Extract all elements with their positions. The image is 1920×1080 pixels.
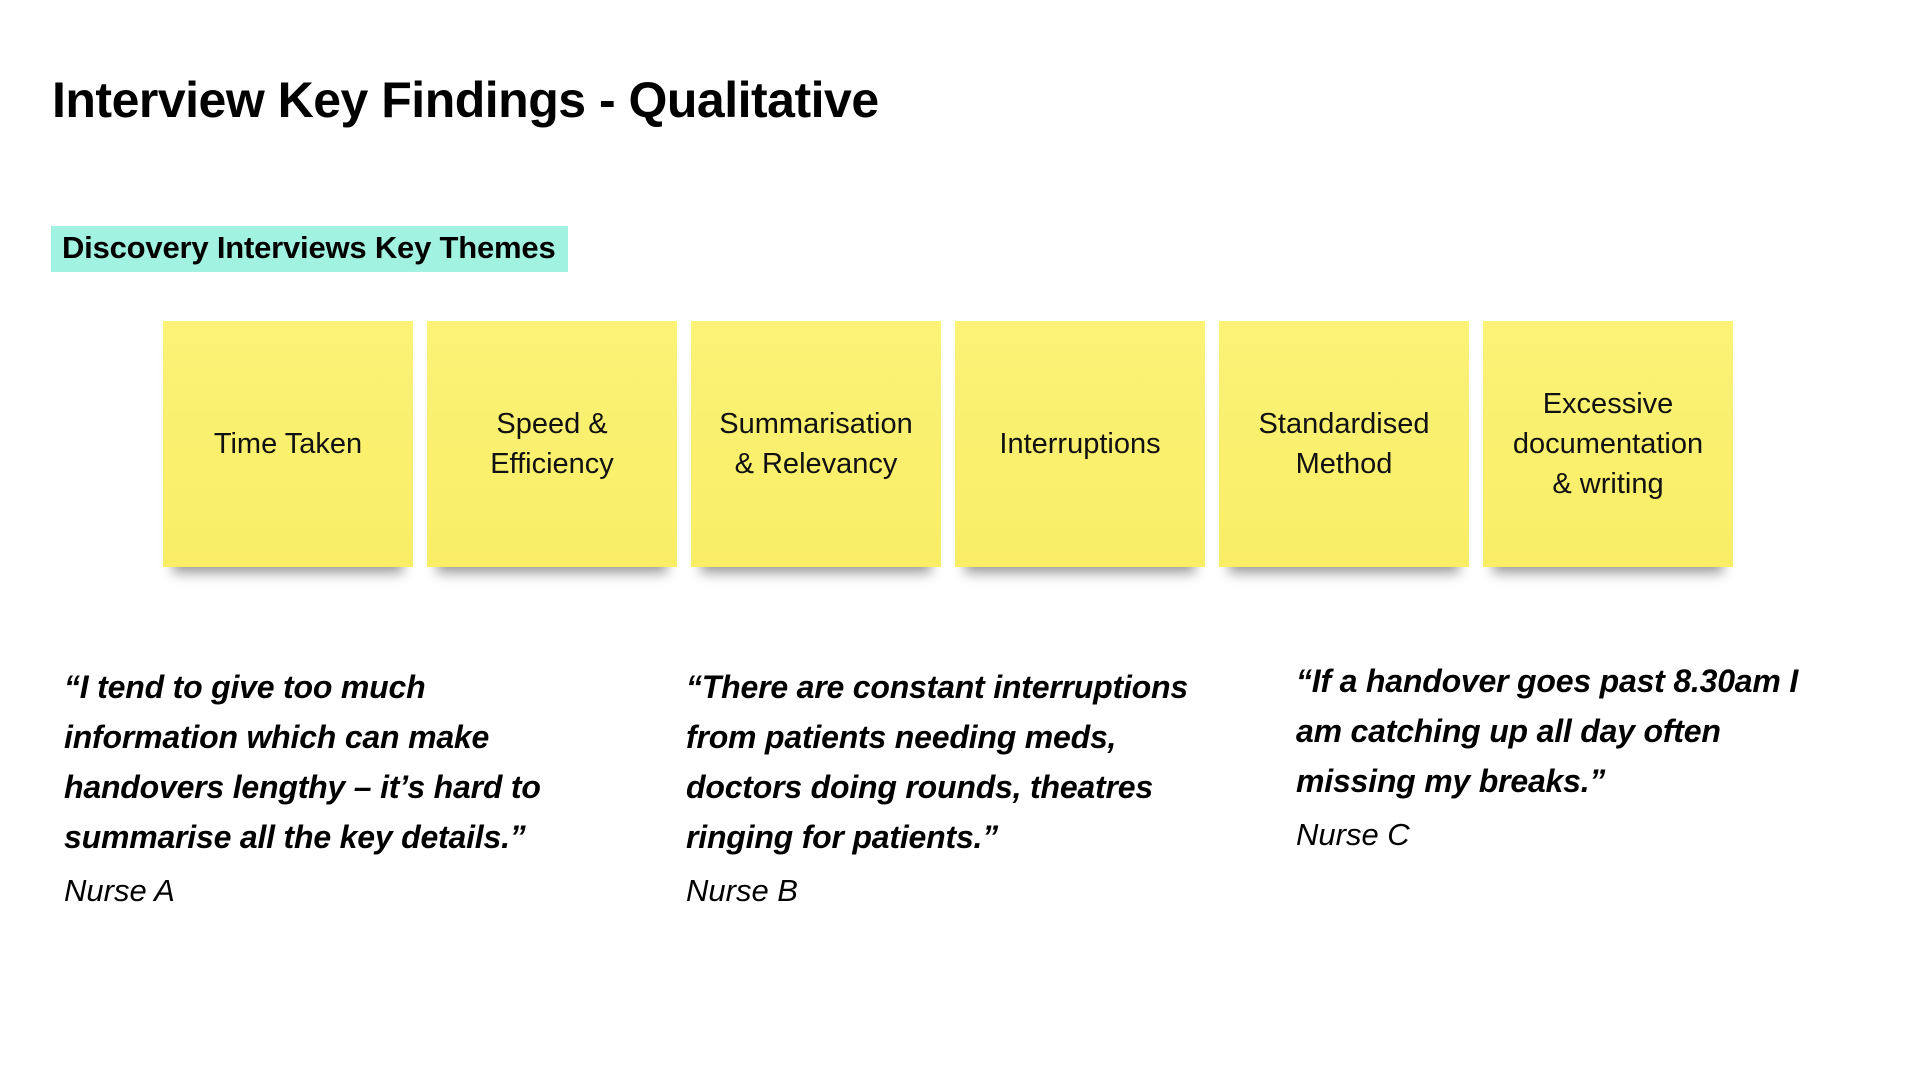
sticky-note-label: Speed & Efficiency bbox=[490, 407, 614, 480]
quote-block-nurse-c: “If a handover goes past 8.30am I am cat… bbox=[1296, 656, 1916, 855]
sticky-note-label: Summarisation & Relevancy bbox=[719, 407, 913, 480]
quote-block-nurse-a: “I tend to give too much information whi… bbox=[64, 662, 674, 911]
quote-attribution: Nurse B bbox=[686, 873, 798, 908]
theme-notes-row: Time Taken Speed & Efficiency Summarisat… bbox=[163, 321, 1733, 567]
quote-attribution: Nurse C bbox=[1296, 817, 1410, 852]
section-heading-highlight: Discovery Interviews Key Themes bbox=[51, 226, 568, 272]
sticky-note-label: Interruptions bbox=[999, 427, 1161, 460]
section-heading-text: Discovery Interviews Key Themes bbox=[62, 230, 556, 265]
sticky-note-label: Time Taken bbox=[213, 427, 363, 460]
quote-block-nurse-b: “There are constant interruptions from p… bbox=[686, 662, 1296, 911]
sticky-note-speed-efficiency: Speed & Efficiency bbox=[427, 321, 677, 567]
quote-text: “If a handover goes past 8.30am I am cat… bbox=[1296, 663, 1799, 799]
sticky-note-standardised-method: Standardised Method bbox=[1219, 321, 1469, 567]
page-title: Interview Key Findings - Qualitative bbox=[52, 71, 879, 128]
sticky-note-label: Excessive documentation & writing bbox=[1512, 387, 1704, 500]
quote-text: “I tend to give too much information whi… bbox=[64, 669, 541, 855]
sticky-note-interruptions: Interruptions bbox=[955, 321, 1205, 567]
quote-attribution: Nurse A bbox=[64, 873, 175, 908]
sticky-note-summarisation-relevancy: Summarisation & Relevancy bbox=[691, 321, 941, 567]
quote-text: “There are constant interruptions from p… bbox=[686, 669, 1188, 855]
sticky-note-excessive-documentation: Excessive documentation & writing bbox=[1483, 321, 1733, 567]
sticky-note-label: Standardised Method bbox=[1258, 407, 1430, 480]
sticky-note-time-taken: Time Taken bbox=[163, 321, 413, 567]
